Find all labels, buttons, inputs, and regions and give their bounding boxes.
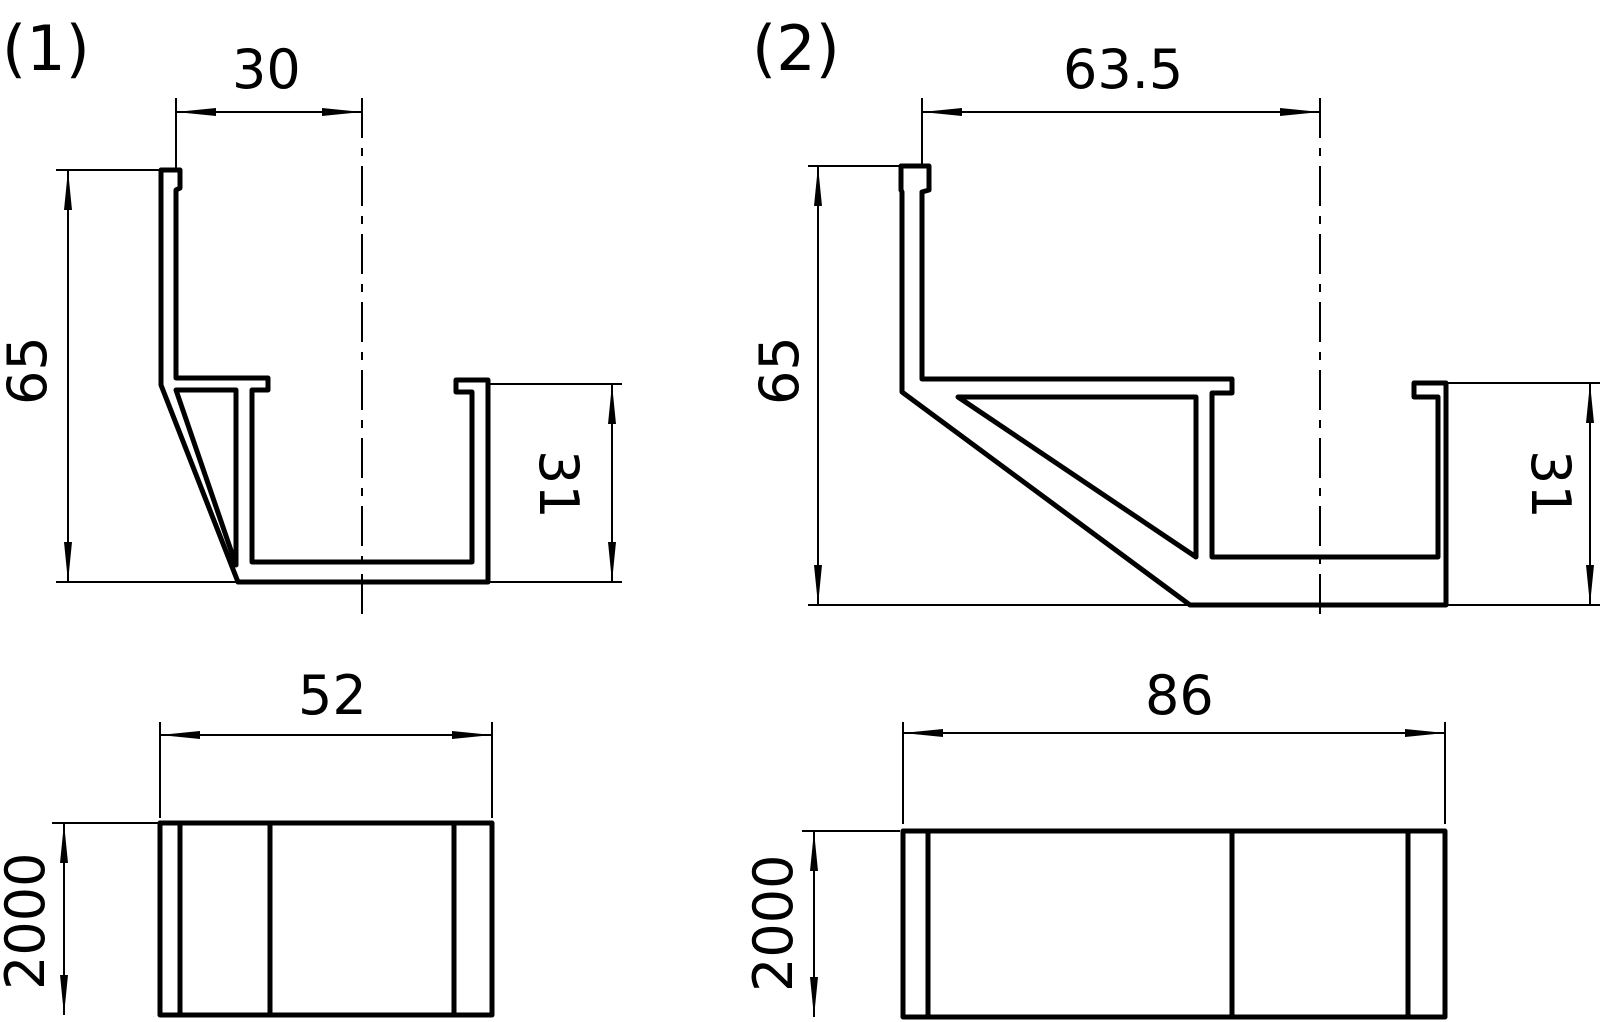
dim-plan-width-1: 52 — [298, 664, 367, 727]
plan-2-view — [900, 828, 1448, 1020]
dim-width-top-2: 63.5 — [1063, 38, 1183, 101]
figure-2: (2) 63.5 65 31 86 2000 — [742, 12, 1600, 1020]
dim-plan-length-2: 2000 — [742, 855, 805, 992]
figure-1: (1) 30 65 31 52 — [0, 12, 622, 1018]
dim-width-top-1: 30 — [232, 38, 301, 101]
dim-channel-height-1: 31 — [527, 450, 590, 519]
plan-1-view — [157, 820, 495, 1018]
figure-2-label: (2) — [752, 12, 840, 85]
dim-plan-width-2: 86 — [1145, 664, 1214, 727]
profile-1-section — [158, 167, 491, 585]
dim-channel-height-2: 31 — [1519, 450, 1582, 519]
profile-2-section — [898, 163, 1449, 608]
dim-plan-length-1: 2000 — [0, 853, 57, 990]
dim-height-2: 65 — [748, 336, 811, 405]
dim-height-1: 65 — [0, 336, 59, 405]
figure-1-label: (1) — [2, 12, 90, 85]
